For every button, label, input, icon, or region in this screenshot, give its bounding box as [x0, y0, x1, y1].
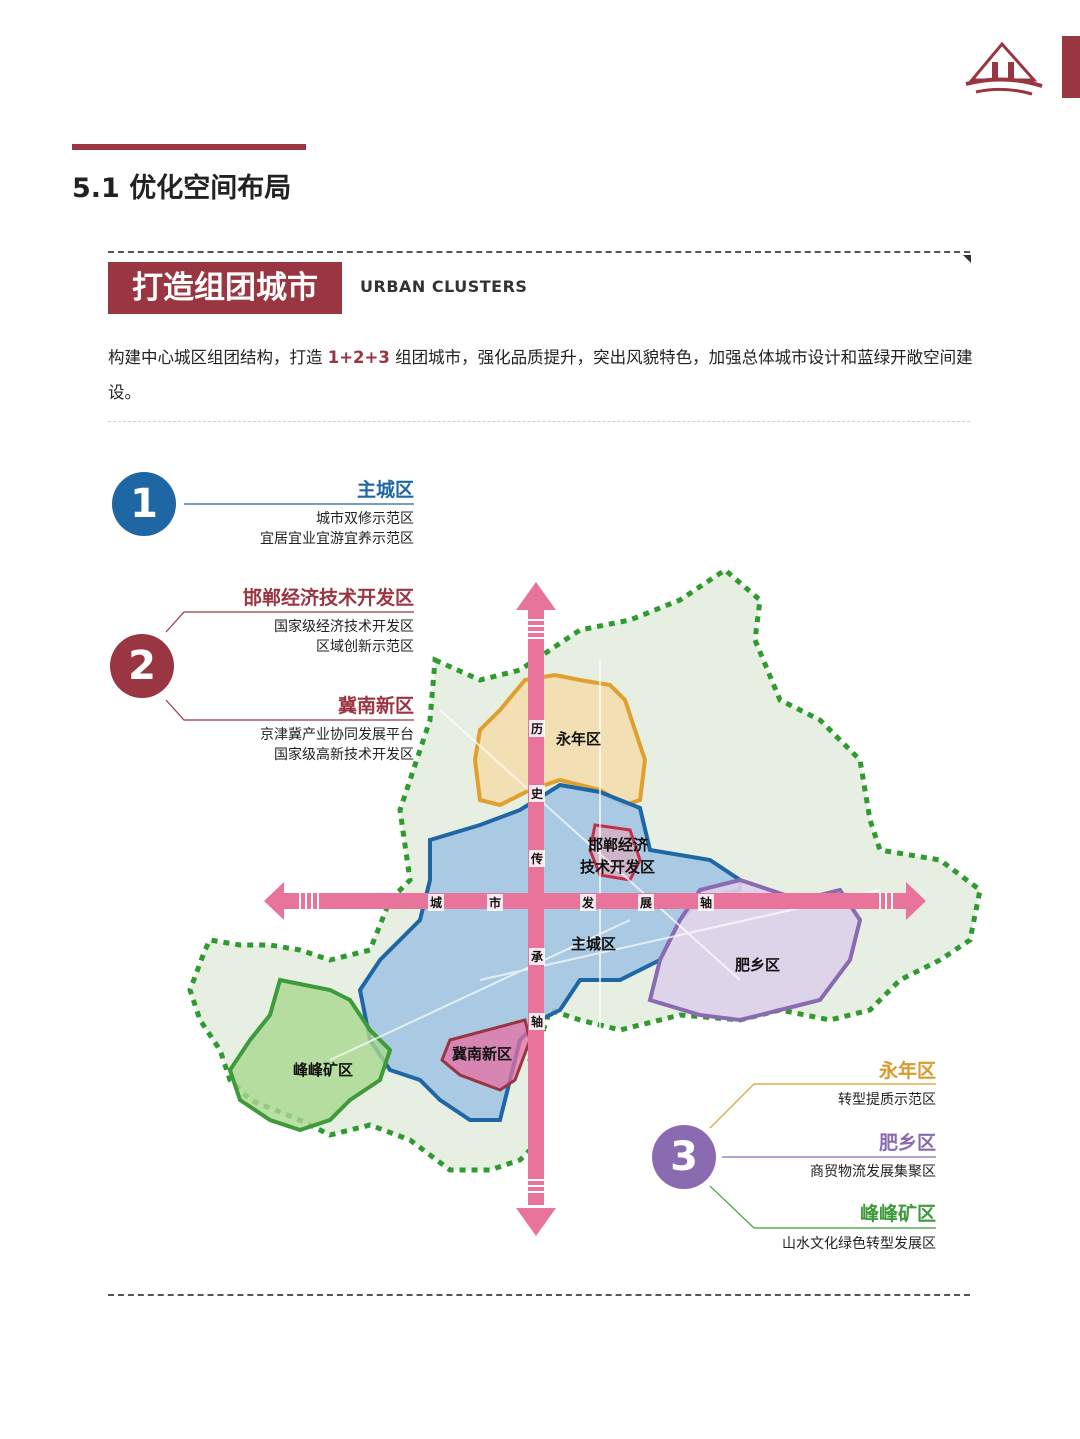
- horizontal-arrow-left: [264, 882, 284, 920]
- horizontal-arrow-right: [906, 882, 926, 920]
- header-accent-bar: [1062, 36, 1080, 98]
- cluster-1-line-2: 宜居宜业宜游宜养示范区: [260, 531, 414, 547]
- section-title: 5.1 优化空间布局: [72, 173, 292, 204]
- fengfeng-district: [227, 977, 393, 1133]
- vaxis-char-1: 历: [529, 720, 546, 737]
- vertical-axis-stripes: [528, 619, 544, 1193]
- vaxis-char-4: 承: [529, 948, 546, 965]
- top-dashed-divider: [108, 251, 970, 253]
- cluster-3-item-1-name: 永年区: [878, 1060, 936, 1082]
- intro-text-after: 组团城市，强化品质提升，突出风貌特色，加强总体城市设计和蓝绿开敞空间建设。: [108, 348, 973, 402]
- light-dashed-divider: [108, 421, 970, 422]
- haxis-char-3: 发: [580, 894, 597, 911]
- vaxis-char-5: 轴: [529, 1013, 546, 1030]
- haxis-char-1: 城: [428, 894, 445, 911]
- map-label-feixiang: 肥乡区: [735, 956, 781, 974]
- haxis-char-5: 轴: [698, 894, 715, 911]
- vertical-arrow-bottom: [516, 1208, 556, 1236]
- intro-highlight: 1+2+3: [327, 348, 390, 367]
- map-label-fengfeng: 峰峰矿区: [293, 1061, 354, 1079]
- cluster-2-item-1-name: 邯郸经济技术开发区: [242, 587, 414, 609]
- haxis-char-4: 展: [638, 894, 655, 911]
- vertical-arrow-top: [516, 582, 556, 610]
- map-label-jinan: 冀南新区: [452, 1045, 513, 1063]
- cluster-1-line-1: 城市双修示范区: [316, 511, 414, 527]
- city-logo-icon: [965, 41, 1043, 96]
- map-label-main: 主城区: [571, 935, 617, 953]
- cluster-3-item-2-name: 肥乡区: [878, 1132, 936, 1154]
- map-label-kaifa-2: 技术开发区: [580, 858, 656, 876]
- cluster-map: [187, 566, 983, 1236]
- jinan-district: [440, 1018, 532, 1092]
- cluster-3-item-1-line-1: 转型提质示范区: [838, 1092, 936, 1108]
- bottom-dashed-divider: [108, 1294, 970, 1296]
- banner-title-cn: 打造组团城市: [108, 262, 342, 314]
- haxis-char-2: 市: [487, 894, 504, 911]
- cluster-1-number: 1: [112, 472, 176, 536]
- map-label-yongnian: 永年区: [556, 730, 602, 748]
- cluster-2-item-1-line-2: 区域创新示范区: [316, 639, 414, 655]
- section-title-bar: [72, 144, 306, 150]
- cluster-1-name: 主城区: [356, 479, 414, 501]
- cluster-2-item-2-line-1: 京津冀产业协同发展平台: [260, 727, 414, 743]
- corner-marker: [963, 255, 971, 263]
- cluster-2-number: 2: [110, 634, 174, 698]
- intro-paragraph: 构建中心城区组团结构，打造 1+2+3 组团城市，强化品质提升，突出风貌特色，加…: [108, 340, 978, 410]
- cluster-3-number: 3: [652, 1125, 716, 1189]
- cluster-3-item-3-line-1: 山水文化绿色转型发展区: [782, 1236, 936, 1252]
- cluster-2-item-1-line-1: 国家级经济技术开发区: [274, 619, 414, 635]
- cluster-3-item-3-name: 峰峰矿区: [859, 1203, 936, 1225]
- vaxis-char-3: 传: [529, 850, 546, 867]
- vaxis-char-2: 史: [529, 785, 546, 802]
- cluster-3-item-2-line-1: 商贸物流发展集聚区: [810, 1164, 936, 1180]
- banner-title-en: URBAN CLUSTERS: [360, 277, 528, 296]
- cluster-2-item-2-line-2: 国家级高新技术开发区: [274, 747, 414, 763]
- intro-text-before: 构建中心城区组团结构，打造: [108, 348, 328, 367]
- map-label-kaifa-1: 邯郸经济: [588, 836, 649, 854]
- map-roads: [329, 660, 881, 1160]
- cluster-2-item-2-name: 冀南新区: [337, 695, 414, 717]
- horizontal-axis-stripes: [299, 893, 893, 909]
